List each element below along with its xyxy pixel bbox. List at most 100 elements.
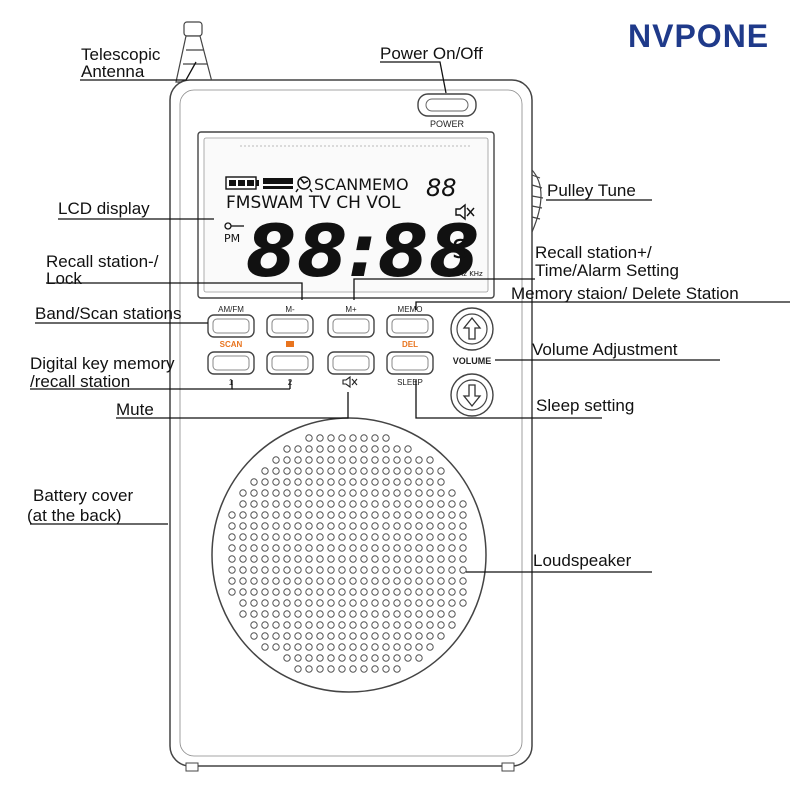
telescopic-antenna bbox=[175, 21, 213, 83]
grille-hole bbox=[382, 522, 390, 530]
grille-hole bbox=[382, 456, 390, 464]
grille-hole bbox=[250, 522, 258, 530]
num-1-label: 1 bbox=[229, 378, 234, 387]
grille-hole bbox=[294, 588, 302, 596]
grille-hole bbox=[404, 566, 412, 574]
grille-hole bbox=[437, 577, 445, 585]
grille-hole bbox=[327, 665, 335, 673]
grille-hole bbox=[261, 478, 269, 486]
grille-hole bbox=[360, 456, 368, 464]
grille-hole bbox=[338, 588, 346, 596]
grille-hole bbox=[393, 599, 401, 607]
memo-label: MEMO bbox=[398, 305, 423, 314]
grille-hole bbox=[459, 577, 467, 585]
grille-hole bbox=[349, 522, 357, 530]
grille-hole bbox=[459, 566, 467, 574]
grille-hole bbox=[349, 511, 357, 519]
grille-hole bbox=[360, 489, 368, 497]
key-mute[interactable] bbox=[327, 351, 375, 389]
key-sleep[interactable]: SLEEP bbox=[386, 351, 434, 387]
m-plus-label: M+ bbox=[345, 305, 357, 314]
grille-hole bbox=[349, 654, 357, 662]
grille-hole bbox=[228, 544, 236, 552]
grille-hole bbox=[371, 654, 379, 662]
grille-hole bbox=[316, 621, 324, 629]
grille-hole bbox=[294, 544, 302, 552]
grille-hole bbox=[448, 599, 456, 607]
grille-hole bbox=[261, 533, 269, 541]
key-m-minus[interactable]: M- bbox=[266, 305, 314, 347]
grille-hole bbox=[338, 555, 346, 563]
volume-down-button[interactable] bbox=[450, 373, 494, 417]
lcd-pm: PM bbox=[224, 232, 240, 245]
grille-hole bbox=[316, 489, 324, 497]
grille-hole bbox=[404, 643, 412, 651]
key-m-plus[interactable]: M+ bbox=[327, 305, 375, 338]
grille-hole bbox=[404, 654, 412, 662]
grille-hole bbox=[338, 522, 346, 530]
grille-hole bbox=[415, 478, 423, 486]
grille-hole bbox=[382, 566, 390, 574]
brand-logo: NVPONE bbox=[628, 18, 769, 54]
grille-hole bbox=[316, 456, 324, 464]
grille-hole bbox=[228, 577, 236, 585]
key-1[interactable]: 1 bbox=[207, 351, 255, 387]
power-button[interactable]: POWER bbox=[417, 93, 477, 129]
label-mute: Mute bbox=[116, 400, 154, 419]
grille-hole bbox=[437, 467, 445, 475]
grille-hole bbox=[327, 632, 335, 640]
grille-hole bbox=[426, 500, 434, 508]
grille-hole bbox=[393, 654, 401, 662]
grille-hole bbox=[371, 621, 379, 629]
grille-hole bbox=[327, 599, 335, 607]
grille-hole bbox=[338, 456, 346, 464]
grille-hole bbox=[426, 522, 434, 530]
key-memo[interactable]: MEMO DEL bbox=[386, 305, 434, 349]
grille-hole bbox=[382, 665, 390, 673]
grille-hole bbox=[283, 555, 291, 563]
grille-hole bbox=[382, 577, 390, 585]
grille-hole bbox=[338, 500, 346, 508]
lock-key-icon bbox=[224, 222, 244, 230]
grille-hole bbox=[371, 577, 379, 585]
alarm-icon bbox=[295, 176, 313, 193]
grille-hole bbox=[426, 577, 434, 585]
grille-hole bbox=[360, 533, 368, 541]
key-am-fm[interactable]: AM/FM SCAN bbox=[207, 305, 255, 349]
grille-hole bbox=[250, 610, 258, 618]
grille-hole bbox=[349, 456, 357, 464]
grille-hole bbox=[261, 511, 269, 519]
grille-hole bbox=[349, 610, 357, 618]
grille-hole bbox=[404, 478, 412, 486]
grille-hole bbox=[437, 500, 445, 508]
grille-hole bbox=[426, 621, 434, 629]
grille-hole bbox=[459, 544, 467, 552]
label-loudspeaker: Loudspeaker bbox=[533, 551, 632, 570]
pulley-tune-wheel[interactable] bbox=[531, 169, 544, 233]
label-digital-key-2: /recall station bbox=[30, 372, 130, 391]
grille-hole bbox=[415, 533, 423, 541]
grille-hole bbox=[360, 588, 368, 596]
grille-hole bbox=[437, 599, 445, 607]
signal-icon bbox=[263, 178, 293, 189]
grille-hole bbox=[448, 544, 456, 552]
grille-hole bbox=[305, 566, 313, 574]
grille-hole bbox=[316, 533, 324, 541]
grille-hole bbox=[437, 522, 445, 530]
grille-hole bbox=[239, 610, 247, 618]
grille-hole bbox=[459, 522, 467, 530]
grille-hole bbox=[349, 555, 357, 563]
grille-hole bbox=[459, 533, 467, 541]
grille-hole bbox=[382, 621, 390, 629]
grille-hole bbox=[371, 467, 379, 475]
grille-hole bbox=[272, 533, 280, 541]
grille-hole bbox=[448, 621, 456, 629]
grille-hole bbox=[448, 610, 456, 618]
grille-hole bbox=[437, 533, 445, 541]
grille-hole bbox=[415, 500, 423, 508]
volume-up-button[interactable] bbox=[450, 307, 494, 351]
grille-hole bbox=[316, 544, 324, 552]
grille-hole bbox=[371, 632, 379, 640]
grille-hole bbox=[283, 588, 291, 596]
